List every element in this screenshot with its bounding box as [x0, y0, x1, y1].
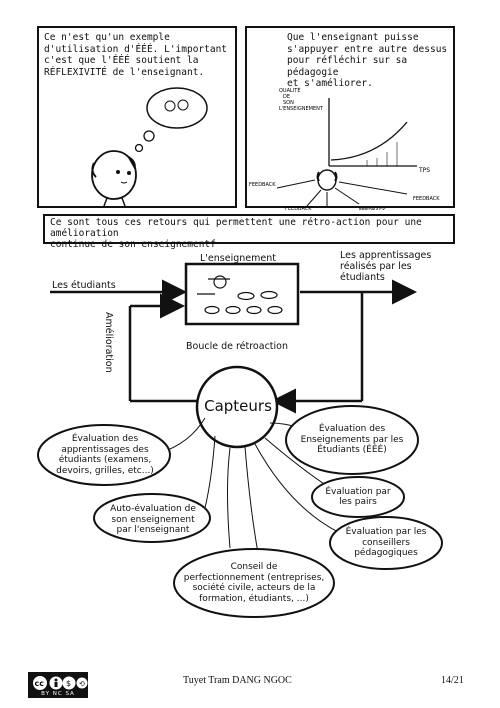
classroom-drawing	[197, 275, 283, 315]
oval-line: perfectionnement (entreprises,	[183, 572, 325, 583]
oval-student-learning-evaluation: Évaluation des apprentissages des étudia…	[40, 425, 170, 485]
panel-left-line: d'utilisation d'ÉÉÉ. L'important	[44, 43, 228, 55]
feedback-loop-diagram	[37, 262, 443, 618]
panel-right-line: s'appuyer entre autre dessus	[287, 43, 448, 55]
author-name: Tuyet Tram DANG NGOC	[183, 675, 292, 686]
panel-left-text: Ce n'est qu'un exemple d'utilisation d'É…	[44, 32, 234, 78]
quality-growth-sketch: QUALITÉ DE SON L'ENSEIGNEMENT TPS FEEDBA…	[249, 86, 440, 210]
oval-line: Auto-évaluation de	[110, 504, 196, 515]
oval-improvement-council: Conseil de perfectionnement (entreprises…	[174, 549, 334, 617]
oval-line: Enseignements par les	[300, 434, 404, 445]
banner-line: continue de son enseignementf	[50, 239, 216, 250]
axis-y-label: SON	[283, 100, 294, 106]
panel-right-line: Que l'enseignant puisse	[287, 32, 419, 43]
axis-y-label: L'ENSEIGNEMENT	[279, 106, 324, 112]
output-label-line: réalisés par les	[340, 261, 412, 272]
axis-y-label: DE	[283, 94, 290, 100]
output-label-line: Les apprentissages	[340, 250, 432, 261]
oval-line: devoirs, grilles, etc...)	[56, 465, 154, 476]
oval-line: Étudiants (ÉÉÉ)	[317, 445, 387, 456]
comic-panel-right: Que l'enseignant puisse s'appuyer entre …	[245, 26, 455, 210]
oval-line: les pairs	[339, 497, 377, 507]
oval-line: étudiants (examens,	[58, 455, 152, 465]
axis-y-label: QUALITÉ	[279, 86, 301, 94]
svg-text:⟲: ⟲	[79, 680, 85, 688]
oval-outline	[311, 476, 405, 518]
oval-line: son enseignement	[111, 514, 195, 525]
input-label: Les étudiants	[52, 280, 116, 291]
oval-line: Évaluation par les	[345, 527, 427, 538]
cc-icons: cc $ ⟲	[32, 675, 88, 691]
sensors-label: Capteurs	[204, 397, 272, 415]
license-text: BY NC SA	[41, 691, 75, 697]
oval-outline	[173, 548, 335, 618]
oval-pedagogical-advisors: Évaluation par les conseillers pédagogiq…	[330, 517, 442, 569]
banner-line: Ce sont tous ces retours qui permettent …	[50, 217, 422, 239]
cc-license-badge: cc $ ⟲ BY NC SA	[28, 672, 88, 698]
comic-panel-left: Ce n'est qu'un exemple d'utilisation d'É…	[37, 26, 237, 208]
oval-line: Évaluation des	[71, 434, 139, 444]
oval-peer-evaluation: Évaluation par les pairs	[312, 477, 404, 517]
oval-line: Conseil de	[230, 562, 278, 572]
oval-self-evaluation: Auto-évaluation de son enseignement par …	[95, 496, 211, 544]
loop-label: Boucle de rétroaction	[186, 341, 288, 352]
teaching-label: L'enseignement	[200, 253, 276, 264]
oval-outline	[285, 405, 419, 475]
panel-right-line: pour réfléchir sur sa pédagogie	[287, 55, 408, 78]
oval-outline	[329, 516, 443, 570]
oval-line: apprentissages des	[61, 444, 149, 455]
oval-eee: Évaluation des Enseignements par les Étu…	[286, 406, 418, 474]
panel-left-line: RÉFLEXIVITÉ de l'enseignant.	[44, 66, 205, 78]
oval-line: par l'enseignant	[116, 525, 190, 536]
sensor-connectors	[159, 417, 341, 554]
oval-line: Évaluation par	[325, 486, 391, 497]
improvement-label: Amélioration	[103, 312, 114, 373]
panel-left-line: c'est que l'ÉÉÉ soutient la	[44, 55, 199, 66]
feedback-label: FEEDBACK	[359, 208, 386, 210]
output-label-line: étudiants	[340, 272, 385, 283]
axis-x-label: TPS	[418, 167, 430, 174]
page-number: 14/21	[441, 675, 464, 686]
oval-line: société civile, acteurs de la	[192, 583, 316, 593]
oval-outline	[93, 493, 211, 543]
feedback-label: FEEDBACK	[413, 196, 440, 202]
conclusion-banner: Ce sont tous ces retours qui permettent …	[43, 214, 455, 250]
panel-left-line: Ce n'est qu'un exemple	[44, 32, 170, 43]
feedback-label: FEEDBACK	[285, 206, 312, 210]
oval-outline	[37, 424, 171, 486]
sensors-circle	[195, 365, 279, 449]
oval-line: conseillers	[362, 537, 410, 548]
thinking-character-drawing	[91, 87, 208, 207]
svg-text:cc: cc	[35, 679, 45, 688]
feedback-label: FEEDBACK	[249, 182, 276, 188]
oval-line: formation, étudiants, ...)	[199, 593, 309, 604]
oval-line: pédagogiques	[354, 548, 418, 559]
oval-line: Évaluation des	[318, 424, 386, 435]
panel-right-line: et s'améliorer.	[287, 78, 373, 89]
output-label: Les apprentissages réalisés par les étud…	[340, 250, 431, 283]
panel-right-text: Que l'enseignant puisse s'appuyer entre …	[287, 32, 452, 90]
svg-text:$: $	[66, 679, 71, 688]
